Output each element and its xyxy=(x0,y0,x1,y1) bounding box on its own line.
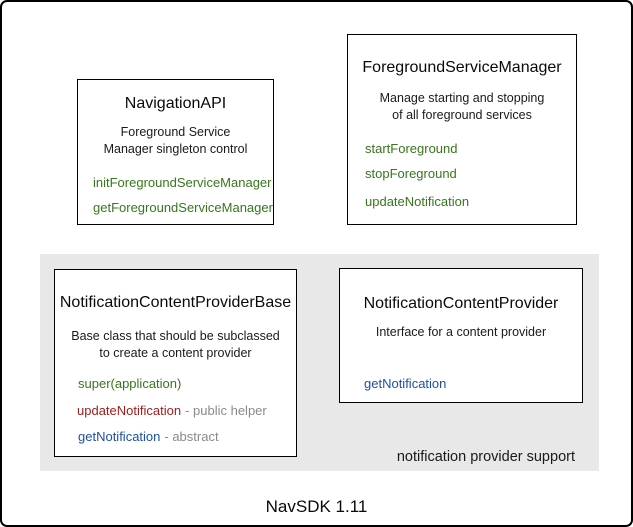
method-get-foreground-service-manager: getForegroundServiceManager xyxy=(93,200,273,215)
class-title: ForegroundServiceManager xyxy=(362,59,562,76)
method-annotation: - abstract xyxy=(164,429,219,444)
description-line: Manager singleton control xyxy=(103,142,248,156)
group-label: notification provider support xyxy=(396,449,575,465)
method-super-application: super(application) xyxy=(78,376,182,391)
sdk-version-label: NavSDK 1.11 xyxy=(265,497,368,516)
description-line: of all foreground services xyxy=(392,108,532,122)
class-title: NotificationContentProviderBase xyxy=(59,294,292,311)
description-line: Manage starting and stopping xyxy=(379,91,545,105)
class-description: Manage starting and stopping of all fore… xyxy=(348,90,576,124)
class-description: Interface for a content provider xyxy=(340,324,582,341)
method-update-notification: updateNotification- public helper xyxy=(77,403,267,418)
method-name: updateNotification xyxy=(77,403,182,418)
method-init-foreground-service-manager: initForegroundServiceManager xyxy=(93,175,272,190)
description-line: Base class that should be subclassed xyxy=(71,329,280,343)
method-stop-foreground: stopForeground xyxy=(365,166,457,181)
class-box-foreground-service-manager: ForegroundServiceManager Manage starting… xyxy=(347,34,577,225)
class-title: NavigationAPI xyxy=(124,95,227,112)
class-box-notification-content-provider-base: NotificationContentProviderBase Base cla… xyxy=(54,269,297,457)
description-line: Foreground Service xyxy=(120,125,231,139)
description-line: to create a content provider xyxy=(99,346,252,360)
method-annotation: - public helper xyxy=(185,403,267,418)
class-description: Base class that should be subclassed to … xyxy=(55,328,296,362)
method-get-notification: getNotification xyxy=(364,376,447,391)
method-get-notification: getNotification- abstract xyxy=(78,429,219,444)
method-start-foreground: startForeground xyxy=(365,141,458,156)
method-name: getNotification xyxy=(78,429,161,444)
class-box-notification-content-provider: NotificationContentProvider Interface fo… xyxy=(339,268,583,403)
class-description: Foreground Service Manager singleton con… xyxy=(78,124,273,158)
method-update-notification: updateNotification xyxy=(365,194,470,209)
class-title: NotificationContentProvider xyxy=(363,295,559,312)
description-line: Interface for a content provider xyxy=(375,325,547,339)
class-box-navigation-api: NavigationAPI Foreground Service Manager… xyxy=(77,79,274,225)
